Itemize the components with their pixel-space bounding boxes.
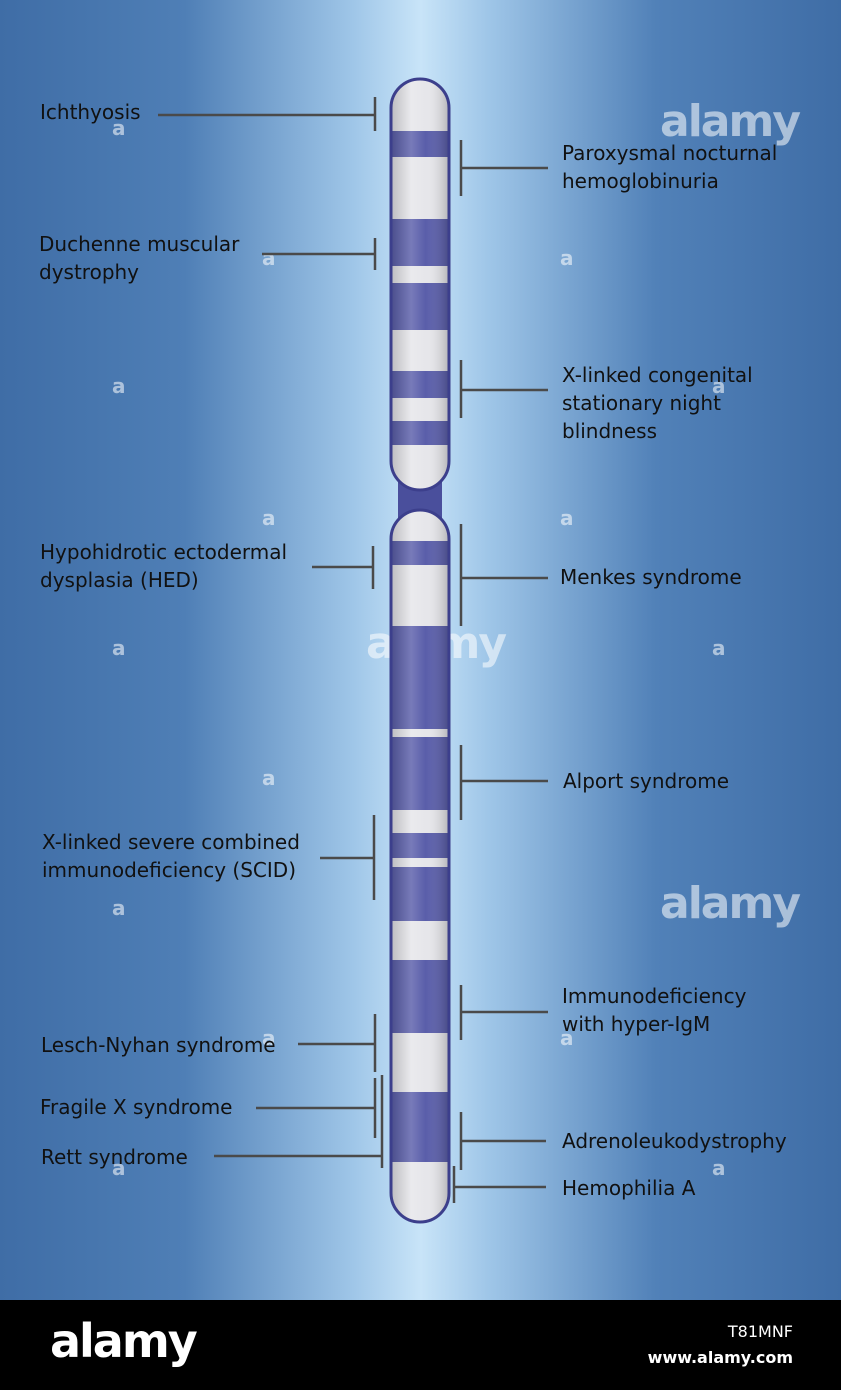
leader-line-ald <box>459 1112 546 1170</box>
watermark: a <box>560 246 574 270</box>
watermark: a <box>262 506 276 530</box>
watermark: alamy <box>660 96 801 147</box>
leader-line-pnh <box>459 140 548 196</box>
chromosome-q-arm <box>391 510 449 1222</box>
alamy-logo: alamy <box>50 1314 198 1368</box>
leader-line-duchenne <box>262 238 377 270</box>
centromere <box>398 480 442 520</box>
leader-line-hyper-igm <box>459 985 548 1040</box>
watermark: a <box>560 506 574 530</box>
chromosome-diagram <box>158 77 548 1224</box>
image-id: T81MNF <box>727 1322 793 1341</box>
watermark: a <box>112 116 126 140</box>
leader-line-ichthyosis <box>158 97 377 131</box>
watermark: a <box>112 636 126 660</box>
watermark: a <box>262 246 276 270</box>
watermark: a <box>112 1156 126 1180</box>
label-hemophilia-a: Hemophilia A <box>562 1176 696 1200</box>
watermark: a <box>560 1026 574 1050</box>
footer-url: www.alamy.com <box>647 1348 793 1367</box>
watermark: a <box>262 1026 276 1050</box>
watermark: alamy <box>660 878 801 929</box>
label-alport: Alport syndrome <box>563 769 730 793</box>
leader-line-rett <box>214 1075 384 1168</box>
label-scid: X-linked severe combined immunodeficienc… <box>42 830 300 882</box>
leader-line-fragile-x <box>256 1078 377 1138</box>
watermark: a <box>112 374 126 398</box>
watermark: a <box>262 766 276 790</box>
label-hed: Hypohidrotic ectodermal dysplasia (HED) <box>40 540 288 592</box>
watermark: a <box>712 636 726 660</box>
diagram-background: alamy alamy alamy a a a a a a a a a a a … <box>0 0 841 1300</box>
label-ald: Adrenoleukodystrophy <box>562 1129 787 1153</box>
label-hyper-igm: Immunodeficiency with hyper-IgM <box>562 984 747 1036</box>
watermark: a <box>712 374 726 398</box>
label-csnb: X-linked congenital stationary night bli… <box>562 363 753 443</box>
leader-line-alport <box>459 745 548 820</box>
label-lesch-nyhan: Lesch-Nyhan syndrome <box>41 1033 276 1057</box>
leader-line-lesch-nyhan <box>298 1014 377 1072</box>
label-duchenne: Duchenne muscular dystrophy <box>39 232 240 284</box>
label-fragile-x: Fragile X syndrome <box>40 1095 233 1119</box>
watermark: a <box>712 1156 726 1180</box>
label-menkes: Menkes syndrome <box>560 565 742 589</box>
leader-line-csnb <box>459 360 548 418</box>
watermark: a <box>112 896 126 920</box>
leader-line-hemophilia-a <box>452 1166 546 1203</box>
leader-line-scid <box>320 815 376 900</box>
label-pnh: Paroxysmal nocturnal hemoglobinuria <box>562 141 778 193</box>
chromosome-p-arm <box>391 79 449 490</box>
label-rett: Rett syndrome <box>41 1145 188 1169</box>
leader-line-hed <box>312 546 375 589</box>
footer-bar: alamy T81MNF www.alamy.com <box>0 1300 841 1390</box>
leader-line-menkes <box>459 524 548 626</box>
label-ichthyosis: Ichthyosis <box>40 100 141 124</box>
